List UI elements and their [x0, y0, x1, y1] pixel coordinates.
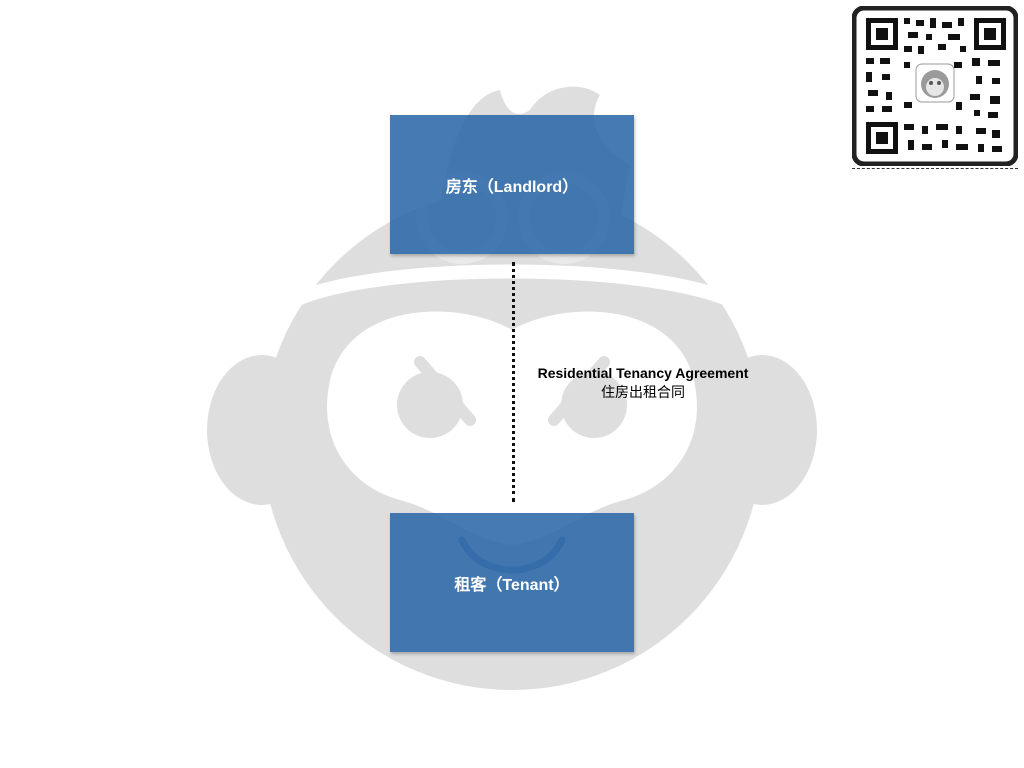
landlord-label: 房东（Landlord）	[445, 178, 579, 196]
agreement-label: Residential Tenancy Agreement 住房出租合同	[518, 364, 768, 402]
agreement-label-en: Residential Tenancy Agreement	[537, 365, 749, 381]
tenant-label: 租客（Tenant）	[454, 576, 570, 594]
landlord-box: 房东（Landlord）	[390, 115, 634, 254]
qr-divider	[852, 168, 1018, 169]
qr-code-icon	[852, 6, 1018, 166]
agreement-connector	[512, 262, 515, 502]
tenant-box: 租客（Tenant）	[390, 513, 634, 652]
agreement-label-zh: 住房出租合同	[601, 384, 685, 400]
